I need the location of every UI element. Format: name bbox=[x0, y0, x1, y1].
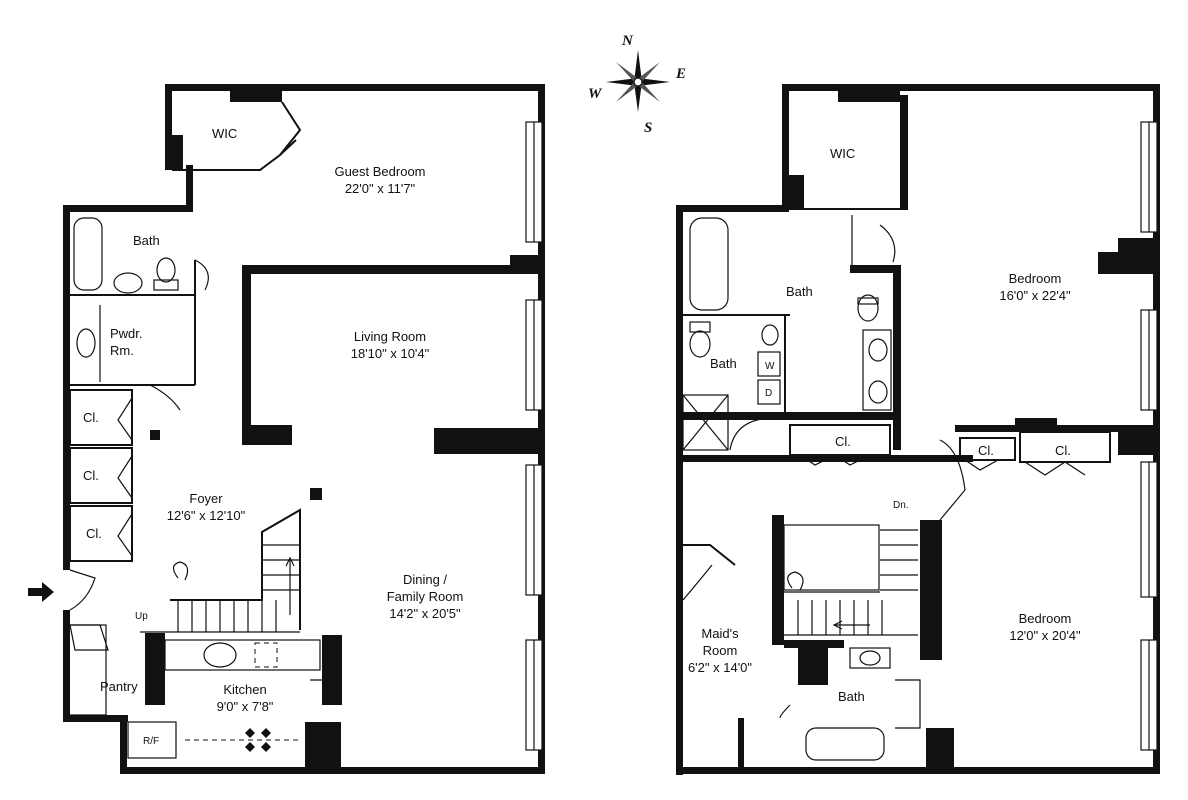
closet-label-3: Cl. bbox=[86, 526, 102, 541]
compass-east-label: E bbox=[675, 66, 686, 82]
dining-dims: 14'2" x 20'5" bbox=[389, 606, 461, 621]
second-bedroom-dims: 12'0" x 20'4" bbox=[1009, 628, 1081, 643]
main-bath-label: Bath bbox=[786, 284, 813, 299]
left-bath-label: Bath bbox=[133, 233, 160, 248]
compass-rose: N E S W bbox=[588, 33, 686, 136]
stairs-up-label: Up bbox=[135, 611, 148, 622]
master-bedroom-name: Bedroom bbox=[1009, 271, 1062, 286]
stairs-down-label: Dn. bbox=[893, 500, 909, 511]
living-room-dims: 18'10" x 10'4" bbox=[351, 346, 430, 361]
left-floor-plan bbox=[28, 84, 545, 774]
refrigerator-label: R/F bbox=[143, 736, 159, 747]
kitchen-name: Kitchen bbox=[223, 682, 266, 697]
guest-bedroom-dims: 22'0" x 11'7" bbox=[345, 181, 416, 196]
small-closet-label: Cl. bbox=[978, 443, 994, 458]
left-wic-label: WIC bbox=[212, 126, 237, 141]
powder-room-label-line1: Pwdr. bbox=[110, 326, 143, 341]
guest-bedroom-name: Guest Bedroom bbox=[334, 164, 425, 179]
right-wic-label: WIC bbox=[830, 146, 855, 161]
powder-room-label-line2: Rm. bbox=[110, 343, 134, 358]
compass-south-label: S bbox=[644, 120, 652, 136]
maids-room-label-line1: Maid's bbox=[701, 626, 739, 641]
compass-west-label: W bbox=[588, 86, 603, 102]
foyer-name: Foyer bbox=[189, 491, 223, 506]
maids-room-label-line2: Room bbox=[703, 643, 738, 658]
kitchen-dims: 9'0" x 7'8" bbox=[217, 699, 274, 714]
foyer-dims: 12'6" x 12'10" bbox=[167, 508, 246, 523]
dining-label-line1: Dining / bbox=[403, 572, 447, 587]
closet-label-2: Cl. bbox=[83, 468, 99, 483]
maids-room-dims: 6'2" x 14'0" bbox=[688, 660, 752, 675]
closet-label-1: Cl. bbox=[83, 410, 99, 425]
dining-label-line2: Family Room bbox=[387, 589, 464, 604]
dryer-label: D bbox=[765, 388, 772, 399]
master-bedroom-dims: 16'0" x 22'4" bbox=[999, 288, 1071, 303]
second-bedroom-name: Bedroom bbox=[1019, 611, 1072, 626]
small-bath-label: Bath bbox=[710, 356, 737, 371]
living-room-name: Living Room bbox=[354, 329, 426, 344]
pantry-label: Pantry bbox=[100, 679, 138, 694]
compass-north-label: N bbox=[621, 33, 634, 49]
right-closet-label: Cl. bbox=[1055, 443, 1071, 458]
right-floor-plan bbox=[676, 84, 1160, 775]
lower-bath-label: Bath bbox=[838, 689, 865, 704]
washer-label: W bbox=[765, 361, 775, 372]
hall-closet-label: Cl. bbox=[835, 434, 851, 449]
